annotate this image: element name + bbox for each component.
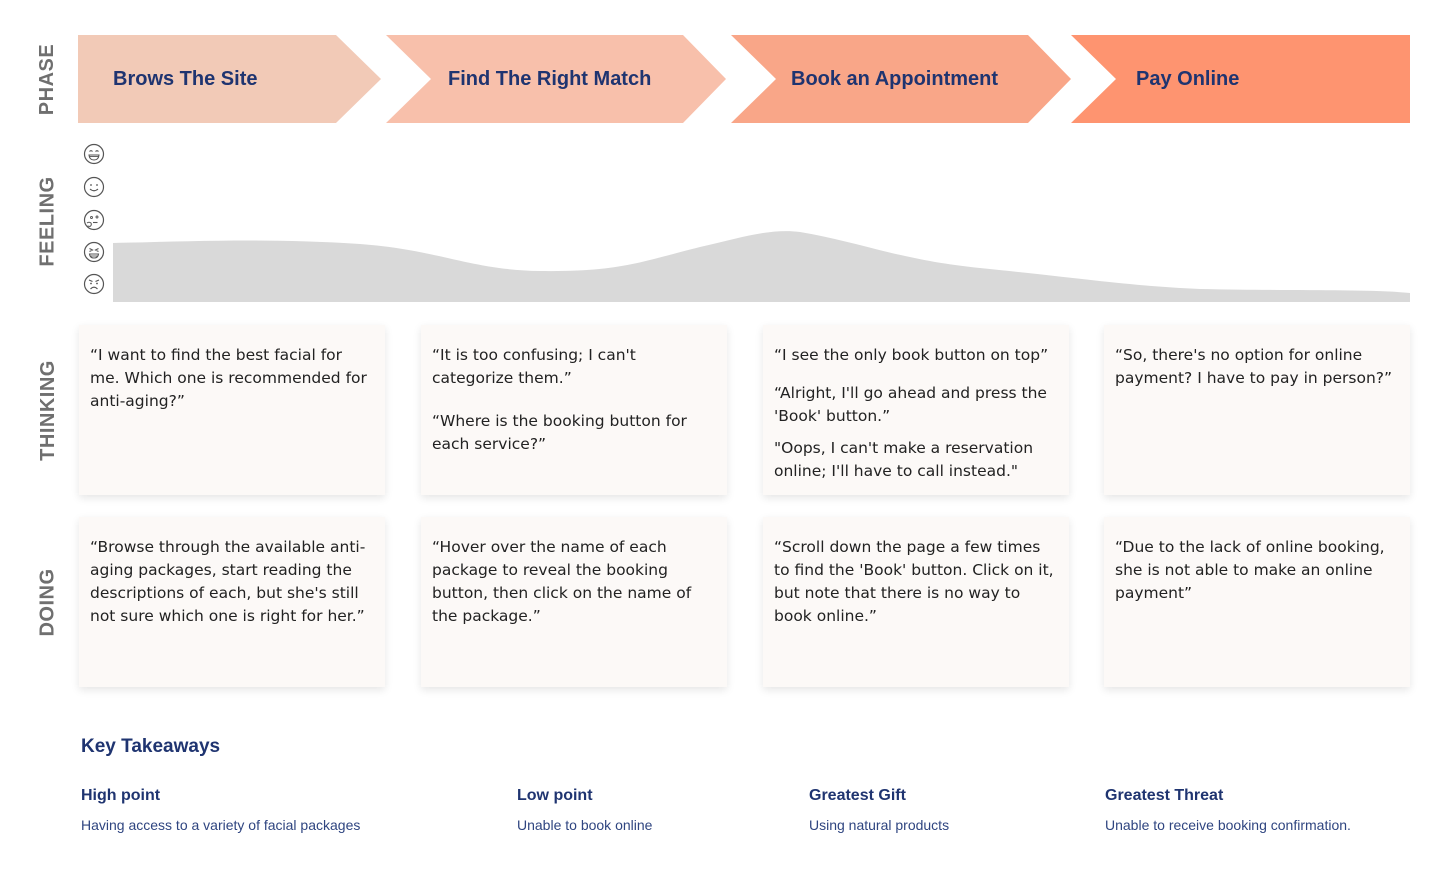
doing-card-1: “Browse through the available anti-aging… <box>79 517 385 687</box>
phase-1-title: Brows The Site <box>113 67 258 90</box>
grinning-face-icon <box>83 143 105 165</box>
feeling-area <box>113 231 1410 302</box>
thinking-card-2: “It is too confusing; I can't categorize… <box>421 325 727 495</box>
takeaway-greatest-threat-heading: Greatest Threat <box>1105 787 1224 804</box>
doing-quote: “Scroll down the page a few times to fin… <box>774 538 1054 625</box>
thinking-card-3: “I see the only book button on top” “Alr… <box>763 325 1069 495</box>
phase-2-title: Find The Right Match <box>448 67 652 90</box>
takeaway-low-point-heading: Low point <box>517 787 593 804</box>
thinking-quote: “So, there's no option for online paymen… <box>1115 346 1393 387</box>
thinking-card-4: “So, there's no option for online paymen… <box>1104 325 1410 495</box>
thinking-quote: “It is too confusing; I can't categorize… <box>432 346 636 387</box>
tired-face-icon <box>83 241 105 263</box>
thinking-quote: “I see the only book button on top” <box>774 346 1049 364</box>
thinking-quote: “I want to find the best facial for me. … <box>90 346 367 410</box>
phase-1: Brows The Site <box>78 35 381 123</box>
phase-3: Book an Appointment <box>731 35 1071 123</box>
doing-quote: “Hover over the name of each package to … <box>432 538 692 625</box>
thinking-face-icon <box>83 209 105 231</box>
phase-4-title: Pay Online <box>1136 67 1240 90</box>
key-takeaways-title: Key Takeaways <box>81 736 221 757</box>
phase-2: Find The Right Match <box>386 35 726 123</box>
doing-card-3: “Scroll down the page a few times to fin… <box>763 517 1069 687</box>
phase-4: Pay Online <box>1071 35 1410 123</box>
angry-face-icon <box>83 273 105 295</box>
doing-card-2: “Hover over the name of each package to … <box>421 517 727 687</box>
doing-quote: “Due to the lack of online booking, she … <box>1115 538 1385 602</box>
takeaway-greatest-gift-heading: Greatest Gift <box>809 787 906 804</box>
takeaway-greatest-gift-text: Using natural products <box>809 817 950 833</box>
takeaway-low-point-text: Unable to book online <box>517 817 653 833</box>
smiling-face-icon <box>83 176 105 198</box>
doing-quote: “Browse through the available anti-aging… <box>90 538 366 625</box>
thinking-quote: "Oops, I can't make a reservation online… <box>774 439 1034 480</box>
takeaway-greatest-threat-text: Unable to receive booking confirmation. <box>1105 817 1351 833</box>
phase-3-title: Book an Appointment <box>791 67 999 90</box>
thinking-quote: “Alright, I'll go ahead and press the 'B… <box>774 384 1047 425</box>
thinking-quote: “Where is the booking button for each se… <box>432 412 687 453</box>
thinking-card-1: “I want to find the best facial for me. … <box>79 325 385 495</box>
doing-card-4: “Due to the lack of online booking, she … <box>1104 517 1410 687</box>
takeaway-high-point-text: Having access to a variety of facial pac… <box>81 817 361 833</box>
takeaway-high-point-heading: High point <box>81 787 161 804</box>
